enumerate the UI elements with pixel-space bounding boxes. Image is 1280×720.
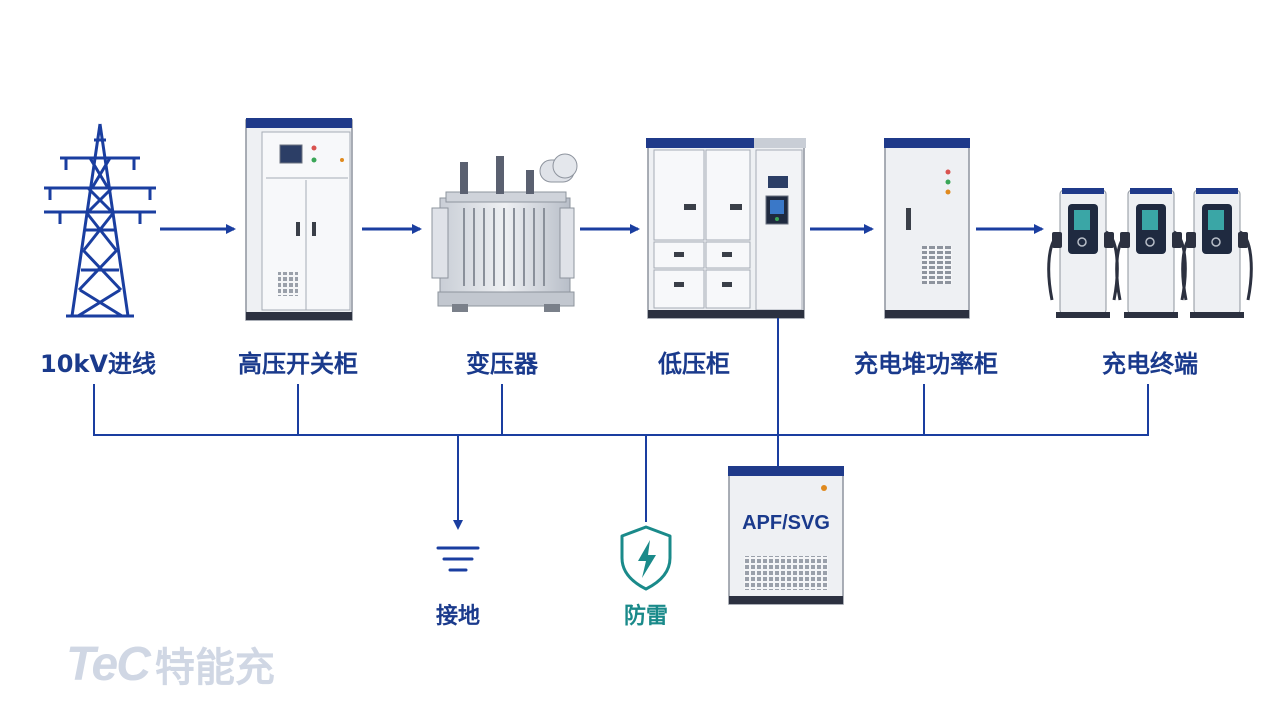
label-power-cabinet: 充电堆功率柜: [854, 350, 998, 378]
charging-terminal-3: [1181, 188, 1253, 318]
lv-cabinet: [646, 138, 806, 319]
label-transformer: 变压器: [466, 350, 538, 378]
tec-logo: TeC 特能充: [66, 636, 275, 692]
ground-icon: [436, 546, 480, 572]
charging-terminal-2: [1115, 188, 1187, 318]
charging-terminal-1: [1047, 188, 1119, 318]
label-grounding: 接地: [435, 604, 481, 629]
logo-brand: TeC: [66, 637, 151, 691]
label-lv-cabinet: 低压柜: [658, 350, 730, 378]
power-cabinet: [884, 138, 970, 319]
apf-svg-cabinet: [728, 466, 844, 605]
logo-name: 特能充: [154, 645, 275, 691]
charging-terminals: [1047, 188, 1253, 318]
ground-bus: [93, 318, 1149, 522]
transmission-tower-icon: [44, 123, 156, 318]
hv-switchgear-cabinet: [245, 118, 353, 321]
label-lightning-protection: 防雷: [623, 604, 669, 629]
label-apf-svg: APF/SVG: [742, 512, 830, 534]
label-10kv-incoming: 10kV进线: [40, 350, 156, 378]
lightning-shield-icon: [620, 525, 672, 591]
label-hv-switchgear: 高压开关柜: [238, 350, 358, 378]
label-charging-terminal: 充电终端: [1102, 350, 1198, 378]
transformer-unit: [431, 153, 578, 312]
